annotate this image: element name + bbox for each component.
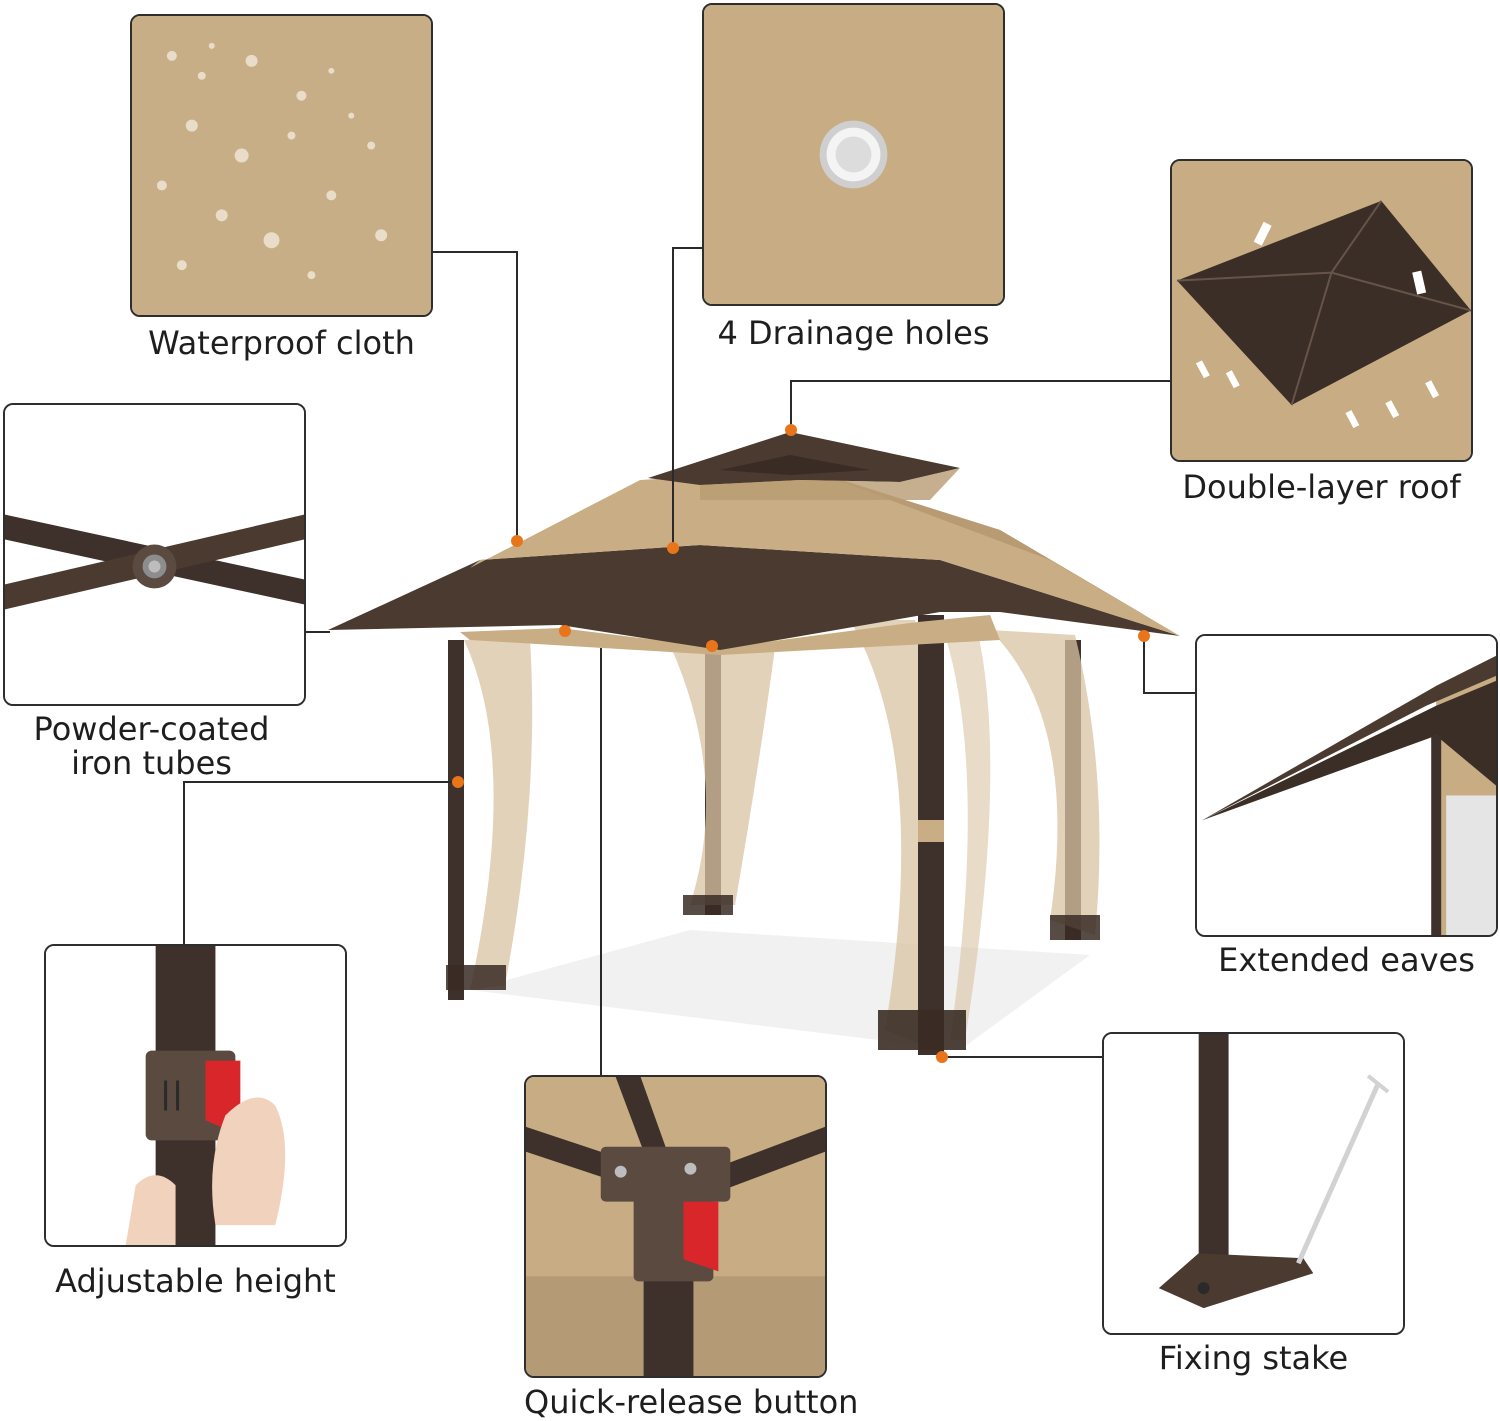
callout-markers xyxy=(452,424,1150,1063)
quick-release-panel xyxy=(524,1075,827,1378)
waterproof-cloth-panel xyxy=(130,14,433,317)
drainage-holes-caption: 4 Drainage holes xyxy=(717,314,990,352)
canopy-lower-band xyxy=(328,545,1180,650)
fixing-stake-caption: Fixing stake xyxy=(1158,1339,1349,1377)
adjustable-height-panel xyxy=(44,944,347,1247)
quick-release-image xyxy=(526,1077,825,1376)
eaves-image xyxy=(1197,636,1496,935)
netting-left xyxy=(464,640,533,990)
double-roof-image xyxy=(1172,161,1471,460)
extended-eaves-panel xyxy=(1195,634,1498,937)
double-layer-roof-caption: Double-layer roof xyxy=(1182,468,1461,506)
pole-back-left xyxy=(448,640,464,1000)
iron-tubes-panel xyxy=(3,403,306,706)
iron-tubes-caption-line1: Powder-coated xyxy=(33,710,270,748)
drainage-holes-panel xyxy=(702,3,1005,306)
netting-front xyxy=(850,620,941,1045)
waterproof-cloth-caption: Waterproof cloth xyxy=(148,324,415,362)
extended-eaves-caption: Extended eaves xyxy=(1218,941,1475,979)
crossed-tubes-image xyxy=(5,405,304,704)
netting-right xyxy=(990,630,1100,935)
height-adjust-image xyxy=(46,946,345,1245)
double-layer-roof-panel xyxy=(1170,159,1473,462)
fixing-stake-panel xyxy=(1102,1032,1405,1335)
iron-tubes-caption-line2: iron tubes xyxy=(71,744,232,782)
fixing-stake-image xyxy=(1104,1034,1403,1333)
canopy-main xyxy=(470,470,1180,636)
netting-back xyxy=(670,645,775,905)
canopy-underside xyxy=(460,615,1000,655)
water-droplets-image xyxy=(132,16,431,315)
quick-release-caption: Quick-release button xyxy=(524,1383,859,1421)
drainage-grommet-image xyxy=(704,5,1003,304)
callout-lines xyxy=(183,247,1195,1075)
adjustable-height-caption: Adjustable height xyxy=(55,1262,336,1300)
ground-shadow xyxy=(470,930,1090,1050)
